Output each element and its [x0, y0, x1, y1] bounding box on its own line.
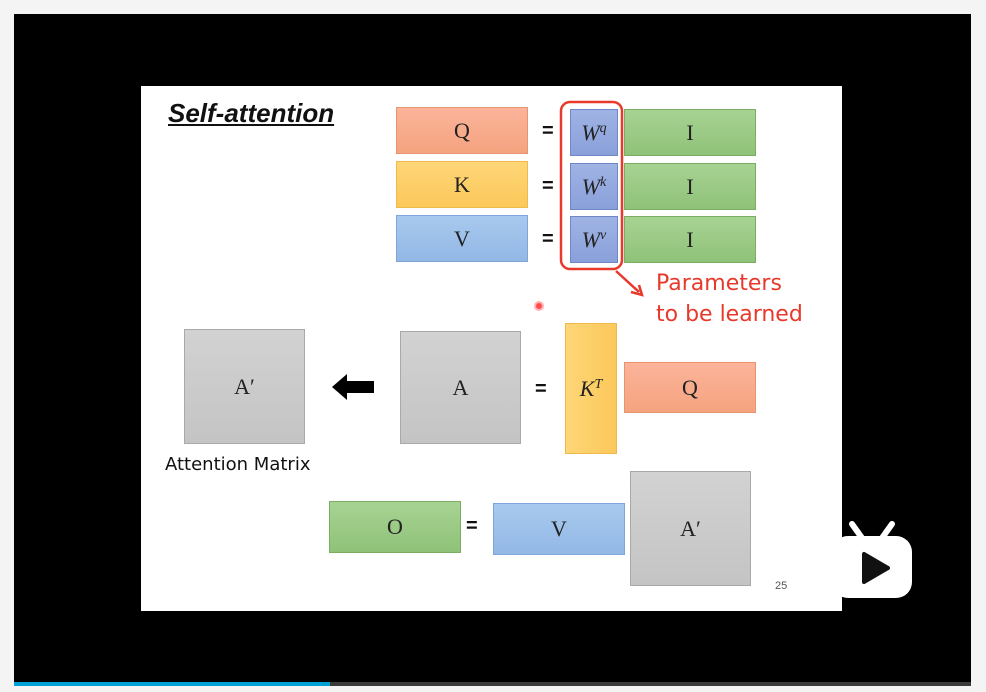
q-box: Q	[396, 107, 528, 154]
i-box-k: I	[624, 163, 756, 210]
wv-superscript: v	[600, 227, 607, 243]
v-label: V	[454, 225, 470, 251]
bilibili-tv-icon[interactable]	[828, 518, 918, 604]
kt-label: K	[579, 375, 595, 401]
o-equals: =	[466, 515, 478, 537]
i-label-k: I	[686, 173, 694, 199]
progress-bar-fill	[14, 682, 330, 686]
i-label-v: I	[686, 226, 694, 252]
v-equals: =	[542, 228, 554, 250]
parameters-annotation-line1: Parameters	[656, 271, 782, 296]
k-box: K	[396, 161, 528, 208]
a-box: A	[400, 331, 521, 444]
parameters-annotation-line2: to be learned	[656, 302, 803, 327]
v-box: V	[396, 215, 528, 262]
slide-page-number: 25	[775, 580, 788, 592]
a-equals: =	[535, 378, 547, 400]
q-label: Q	[454, 117, 470, 143]
a-prime-label-output: A′	[680, 515, 701, 541]
wk-superscript: k	[600, 174, 607, 190]
parameters-annotation: Parameters to be learned	[656, 268, 803, 330]
cursor-pointer-dot	[534, 301, 544, 311]
attention-matrix-caption: Attention Matrix	[165, 454, 311, 475]
slide-title: Self-attention	[168, 98, 335, 128]
wq-superscript: q	[599, 120, 607, 136]
wv-label: W	[581, 226, 601, 252]
progress-bar[interactable]	[14, 682, 971, 686]
v-label-output: V	[551, 516, 567, 541]
q-label-attention: Q	[682, 374, 698, 400]
a-label: A	[452, 374, 469, 400]
a-prime-box: A′	[184, 329, 305, 444]
k-equals: =	[542, 175, 554, 197]
wq-label: W	[581, 119, 600, 145]
i-box-q: I	[624, 109, 756, 156]
o-label: O	[387, 514, 403, 539]
i-label-q: I	[686, 119, 694, 145]
i-box-v: I	[624, 216, 756, 263]
v-box-output: V	[493, 503, 625, 555]
wk-label: W	[581, 173, 601, 199]
q-box-attention: Q	[624, 362, 756, 413]
q-equals: =	[542, 120, 554, 142]
a-prime-label: A′	[234, 373, 255, 399]
a-prime-box-output: A′	[630, 471, 751, 586]
k-label: K	[454, 171, 470, 197]
o-box: O	[329, 501, 461, 553]
kt-superscript: T	[594, 376, 603, 392]
left-arrow-icon	[332, 374, 374, 400]
